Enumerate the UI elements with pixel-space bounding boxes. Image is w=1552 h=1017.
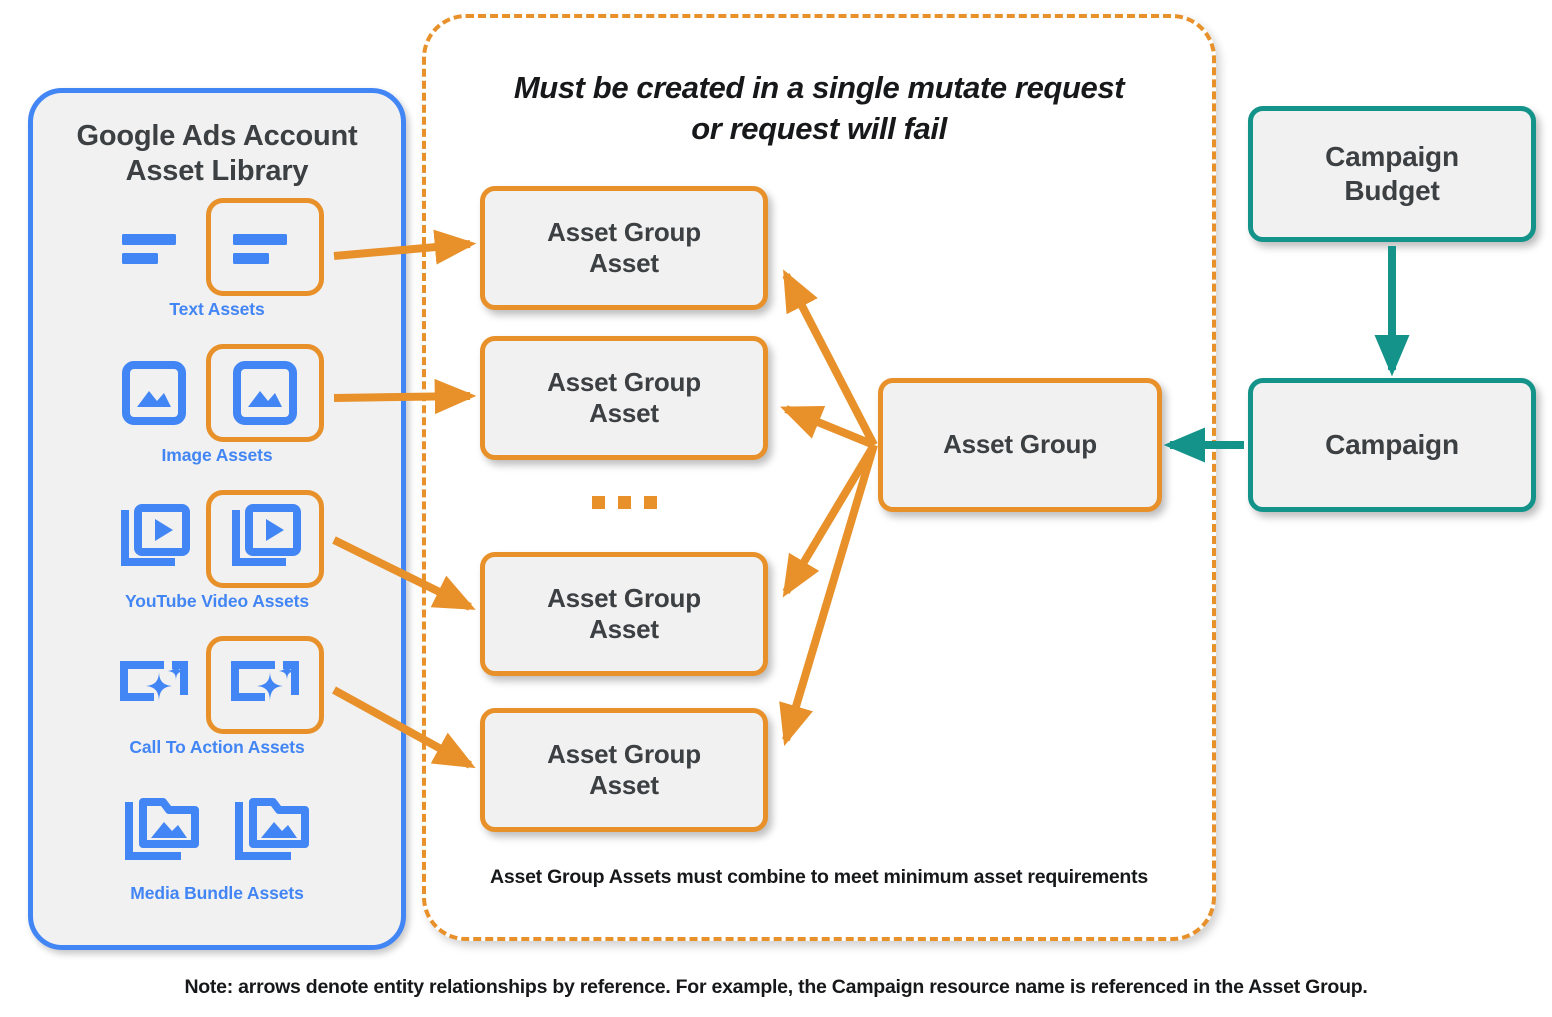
call-to-action-assets-icon-group [33,635,401,735]
footer-note: Note: arrows denote entity relationships… [184,976,1368,998]
asset-group-asset-line1: Asset Group [547,582,701,613]
asset-library-title-line2: Asset Library [125,155,309,188]
asset-group-node[interactable]: Asset Group [878,378,1162,512]
campaign-budget-line1: Campaign [1325,141,1459,173]
asset-group-asset-node[interactable]: Asset Group Asset [480,186,768,310]
asset-group-asset-node[interactable]: Asset Group Asset [480,552,768,676]
asset-group-asset-line2: Asset [589,398,659,428]
asset-library-title-line1: Google Ads Account [76,120,358,152]
library-item-label: Image Assets [161,445,273,465]
campaign-budget-node[interactable]: Campaign Budget [1248,106,1536,242]
asset-group-asset-line1: Asset Group [547,738,701,769]
media-bundle-asset-icon [118,788,206,874]
mutate-title-line2: or request will fail [691,110,947,146]
library-item-label: Media Bundle Assets [130,883,304,903]
library-item-call-to-action-assets[interactable]: Call To Action Assets [33,635,401,758]
asset-library-title: Google Ads Account Asset Library [33,119,401,190]
library-item-youtube-video-assets[interactable]: YouTube Video Assets [33,489,401,612]
asset-group-asset-line2: Asset [589,770,659,800]
media-bundle-assets-icon-group [33,781,401,881]
library-item-text-assets[interactable]: Text Assets [33,197,401,320]
asset-group-asset-line2: Asset [589,614,659,644]
video-assets-icon-group [33,489,401,589]
call-to-action-asset-icon-selected-box[interactable] [206,636,324,734]
asset-group-asset-node[interactable]: Asset Group Asset [480,708,768,832]
mutate-title-line1: Must be created in a single mutate reque… [513,70,1125,105]
image-assets-icon-group [33,343,401,443]
library-item-media-bundle-assets[interactable]: Media Bundle Assets [33,781,401,904]
ellipsis-dot [643,495,657,509]
image-asset-icon [110,350,198,436]
library-item-label: Call To Action Assets [129,737,305,757]
asset-group-asset-line1: Asset Group [547,216,701,247]
asset-group-asset-line1: Asset Group [547,366,701,397]
mutate-request-footnote: Asset Group Assets must combine to meet … [490,866,1148,888]
text-asset-icon-selected-box[interactable] [206,198,324,296]
asset-library-panel: Google Ads Account Asset Library [28,88,406,950]
mutate-request-title: Must be created in a single mutate reque… [466,68,1172,150]
call-to-action-asset-icon [110,642,198,728]
asset-group-asset-node[interactable]: Asset Group Asset [480,336,768,460]
ellipsis-dot [591,495,605,509]
ellipsis-dot [617,495,631,509]
image-asset-icon-selected-box[interactable] [206,344,324,442]
asset-group-asset-ellipsis [480,490,768,514]
video-asset-icon [110,496,198,582]
campaign-budget-line2: Budget [1344,175,1440,206]
media-bundle-asset-icon-second [228,788,316,874]
asset-group-label: Asset Group [943,429,1097,460]
library-item-image-assets[interactable]: Image Assets [33,343,401,466]
asset-group-asset-line2: Asset [589,248,659,278]
library-item-label: YouTube Video Assets [124,591,310,611]
library-item-label: Text Assets [169,299,265,319]
text-asset-icon [110,204,198,290]
campaign-node[interactable]: Campaign [1248,378,1536,512]
video-asset-icon-selected-box[interactable] [206,490,324,588]
text-assets-icon-group [33,197,401,297]
campaign-label: Campaign [1325,429,1459,461]
